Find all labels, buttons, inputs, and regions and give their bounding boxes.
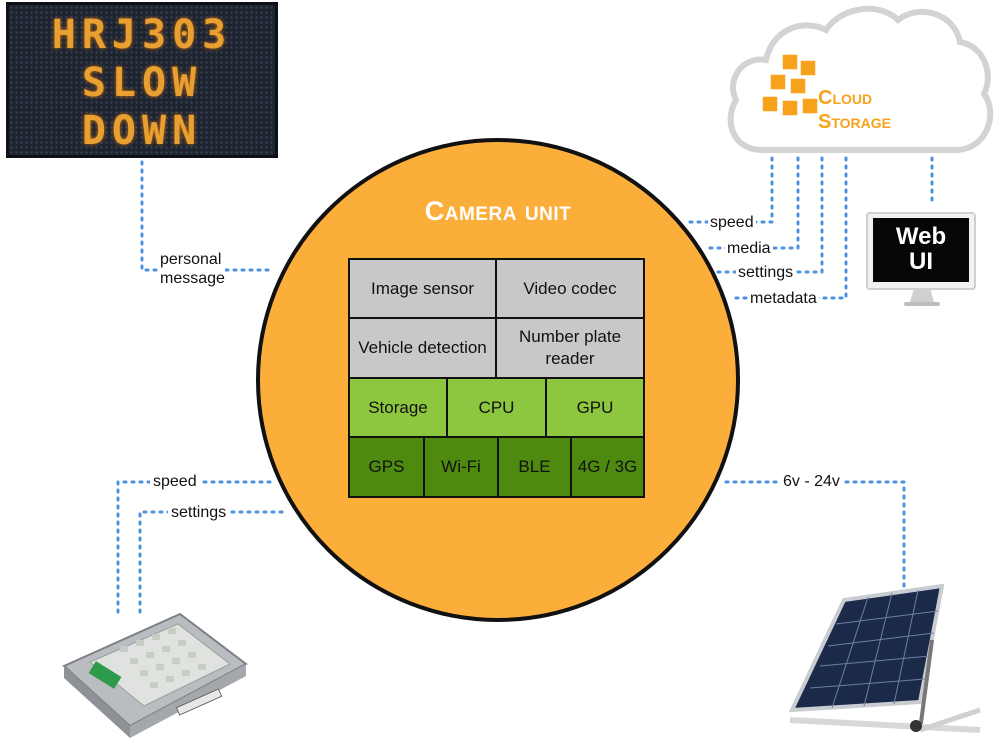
sign-line-1: HRJ303 bbox=[51, 12, 233, 58]
sign-line-2: SLOW bbox=[81, 60, 203, 106]
cloud-line-1: Cloud bbox=[818, 87, 873, 109]
cell-storage: Storage bbox=[348, 377, 448, 438]
cell-wifi: Wi-Fi bbox=[423, 436, 499, 498]
connector-radar-speed bbox=[116, 480, 278, 614]
label-cloud-metadata: metadata bbox=[748, 289, 819, 308]
cloud-line-2: Storage bbox=[818, 111, 891, 133]
label-cloud-speed: speed bbox=[708, 213, 756, 232]
cell-image-sensor: Image sensor bbox=[348, 258, 497, 319]
label-radar-speed: speed bbox=[150, 472, 200, 491]
connector-radar-settings bbox=[138, 510, 284, 614]
connector-power bbox=[724, 480, 906, 592]
solar-panel-icon bbox=[788, 583, 981, 733]
cell-gps: GPS bbox=[348, 436, 425, 498]
label-power: 6v - 24v bbox=[779, 472, 844, 491]
aws-cubes-icon bbox=[761, 53, 819, 117]
camera-unit-circle bbox=[256, 138, 740, 622]
cell-vehicle-detection: Vehicle detection bbox=[348, 317, 497, 379]
camera-unit-title: Camera unit bbox=[424, 196, 572, 226]
personal-line-1: personal bbox=[160, 251, 222, 268]
cell-gpu: GPU bbox=[545, 377, 645, 438]
label-cloud-media: media bbox=[725, 239, 773, 258]
cell-cpu: CPU bbox=[446, 377, 547, 438]
label-personal-message: personal message bbox=[160, 250, 225, 288]
cell-number-plate-reader: Number plate reader bbox=[495, 317, 645, 379]
led-sign-icon: HRJ303 SLOW DOWN bbox=[6, 2, 278, 158]
cloud-storage-label: Cloud Storage bbox=[818, 86, 891, 134]
webui-line-1: Web bbox=[895, 223, 947, 250]
webui-line-2: UI bbox=[909, 248, 933, 275]
monitor-stand bbox=[904, 288, 940, 306]
personal-line-2: message bbox=[160, 270, 225, 287]
sign-line-3: DOWN bbox=[81, 108, 203, 154]
cell-ble: BLE bbox=[497, 436, 572, 498]
label-radar-settings: settings bbox=[168, 503, 230, 522]
monitor-screen: Web UI bbox=[873, 218, 969, 282]
radar-board-icon bbox=[62, 612, 248, 738]
cell-video-codec: Video codec bbox=[495, 258, 645, 319]
cell-4g-3g: 4G / 3G bbox=[570, 436, 645, 498]
label-cloud-settings: settings bbox=[736, 263, 796, 282]
monitor-icon: Web UI bbox=[866, 212, 976, 290]
